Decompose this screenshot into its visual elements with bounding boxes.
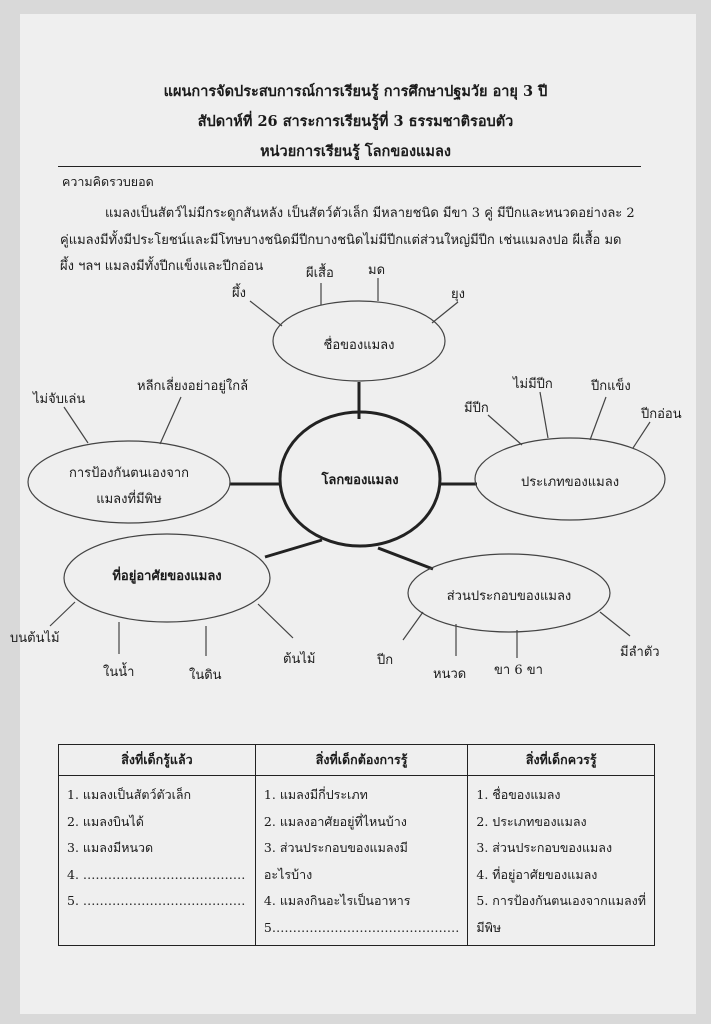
habitat-ellipse (63, 533, 271, 623)
center-label: โลกของแมลง (321, 473, 399, 488)
leaf-mosquito: ยุง (451, 287, 465, 302)
leaf-winged: มีปีก (464, 401, 489, 416)
list-item: 3. แมลงมีหนวด (67, 840, 154, 855)
leaf-on-tree: บนต้นไม้ (10, 631, 60, 646)
week-title: สัปดาห์ที่ 26 สาระการเรียนรู้ที่ 3 ธรรมช… (197, 113, 514, 130)
list-item: อะไรบ้าง (263, 866, 313, 882)
concept-line-3: ผึ้ง ฯลฯ แมลงมีทั้งปีกแข็งและปีกอ่อน (60, 259, 264, 274)
parts-label: ส่วนประกอบของแมลง (446, 589, 572, 604)
leaf-body: มีลำตัว (620, 645, 660, 660)
list-item: 5……………………………………… (263, 919, 460, 935)
concept-line-1: แมลงเป็นสัตว์ไม่มีกระดูกสันหลัง เป็นสัตว… (105, 206, 635, 221)
names-ellipse (272, 300, 446, 382)
list-item: 4. แมลงกินอะไรเป็นอาหาร (263, 893, 411, 908)
leaf-soft-wing: ปีกอ่อน (641, 407, 682, 422)
header-want: สิ่งที่เด็กต้องการรู้ (254, 744, 469, 776)
leaf-wings: ปีก (377, 653, 394, 668)
table-body-row: 1. แมลงเป็นสัตว์ตัวเล็ก 2. แมลงบินได้ 3.… (58, 775, 655, 946)
concept-line-2: คู่แมลงมีทั้งมีประโยชน์และมีโทษบางชนิดมี… (60, 233, 622, 248)
header-should: สิ่งที่เด็กควรรู้ (467, 744, 655, 776)
list-item: 1. แมลงเป็นสัตว์ตัวเล็ก (67, 787, 192, 802)
list-item: 4. ที่อยู่อาศัยของแมลง (476, 866, 598, 882)
known-cell: 1. แมลงเป็นสัตว์ตัวเล็ก 2. แมลงบินได้ 3.… (58, 775, 256, 946)
leaf-bee: ผึ้ง (232, 286, 246, 301)
types-label: ประเภทของแมลง (520, 475, 620, 490)
list-item: 5. ………………………………… (67, 893, 246, 908)
leaf-stay-away: หลีกเลี่ยงอย่าอยู่ใกล้ (137, 379, 249, 394)
concept-heading: ความคิดรวบยอด (62, 174, 154, 189)
spoke-parts (377, 546, 434, 571)
center-circle (278, 410, 442, 548)
list-item: 1. แมลงมีกี่ประเภท (263, 787, 368, 802)
list-item: 2. ประเภทของแมลง (476, 813, 587, 829)
list-item: 1. ชื่อของแมลง (476, 787, 561, 802)
protection-ellipse (27, 440, 231, 524)
list-item: 2. แมลงบินได้ (67, 813, 144, 829)
leaf-antenna: หนวด (433, 667, 467, 682)
leaf-wingless: ไม่มีปีก (513, 377, 553, 392)
kwl-table: สิ่งที่เด็กรู้แล้ว สิ่งที่เด็กต้องการรู้… (58, 744, 655, 946)
types-ellipse (474, 437, 666, 521)
leaf-six-legs: ขา 6 ขา (494, 663, 543, 678)
parts-ellipse (407, 553, 611, 633)
unit-title: หน่วยการเรียนรู้ โลกของแมลง (260, 143, 451, 160)
leaf-dont-touch: ไม่จับเล่น (33, 392, 86, 407)
names-label: ชื่อของแมลง (323, 338, 395, 353)
header-rule (58, 166, 641, 167)
leaf-ant: มด (368, 263, 386, 278)
leaf-hard-wing: ปีกแข็ง (591, 379, 631, 394)
list-item: มีพิษ (476, 919, 502, 935)
list-item: 2. แมลงอาศัยอยู่ที่ไหนบ้าง (263, 813, 407, 829)
protection-label-1: การป้องกันตนเองจาก (68, 466, 190, 481)
list-item: 4. ………………………………… (67, 866, 246, 882)
leaf-butterfly: ผีเสื้อ (306, 266, 334, 281)
list-item: 5. การป้องกันตนเองจากแมลงที่ (476, 893, 646, 908)
should-cell: 1. ชื่อของแมลง 2. ประเภทของแมลง 3. ส่วนป… (467, 775, 655, 946)
want-cell: 1. แมลงมีกี่ประเภท 2. แมลงอาศัยอยู่ที่ไห… (254, 775, 469, 946)
protection-label-2: แมลงที่มีพิษ (96, 492, 162, 507)
list-item: 3. ส่วนประกอบของแมลงมี (263, 840, 408, 855)
list-item: 3. ส่วนประกอบของแมลง (476, 840, 613, 855)
leaf-in-soil: ในดิน (189, 668, 222, 683)
header-known: สิ่งที่เด็กรู้แล้ว (58, 744, 256, 776)
table-header-row: สิ่งที่เด็กรู้แล้ว สิ่งที่เด็กต้องการรู้… (58, 744, 655, 776)
spoke-habitat (264, 538, 323, 559)
leaf-tree: ต้นไม้ (283, 652, 316, 667)
leaf-in-water: ในน้ำ (103, 665, 135, 680)
habitat-label: ที่อยู่อาศัยของแมลง (112, 569, 222, 584)
plan-title: แผนการจัดประสบการณ์การเรียนรู้ การศึกษาป… (163, 83, 548, 100)
